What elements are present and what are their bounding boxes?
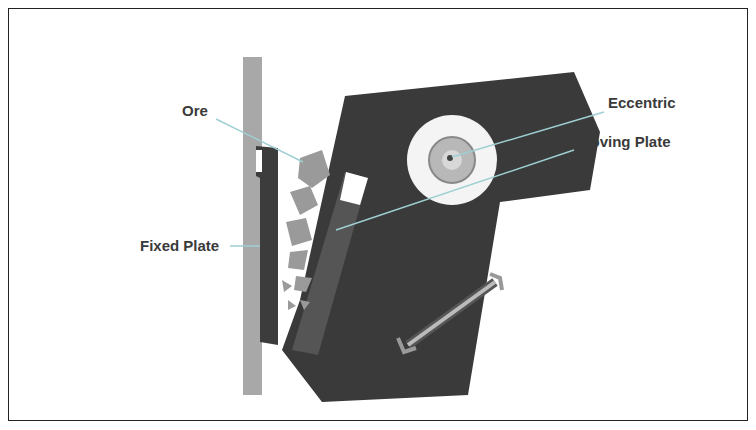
- ore-pieces: [282, 150, 330, 310]
- toggle-plate: [408, 282, 495, 345]
- eccentric-shaft: [429, 137, 475, 183]
- toggle-seat: [490, 274, 502, 290]
- eccentric-hub: [442, 150, 462, 170]
- part-label: Ore: [182, 102, 208, 120]
- part-label: Moving Plate: [578, 133, 671, 151]
- frame-border: [9, 9, 748, 421]
- toggle-plate-face: [408, 282, 495, 345]
- eccentric-pin: [447, 155, 453, 161]
- toggle-seat: [398, 338, 416, 352]
- plate-notch: [256, 150, 262, 172]
- leader-lines: [216, 112, 604, 246]
- part-label: Eccentric: [608, 94, 676, 112]
- part-label: Fixed Plate: [140, 237, 219, 255]
- fixed-frame: [243, 57, 262, 395]
- moving-jaw: [282, 72, 600, 402]
- plate-notch: [340, 172, 368, 205]
